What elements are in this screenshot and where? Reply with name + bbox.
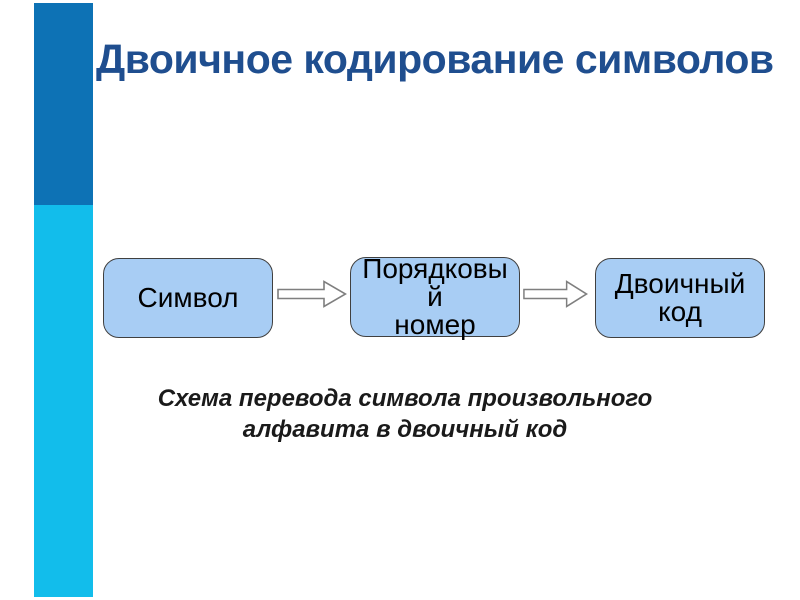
diagram-box-ordinal-number-line: й [427, 281, 443, 312]
right-arrow-icon [277, 280, 347, 308]
right-arrow-icon [523, 280, 588, 308]
diagram-box-symbol: Символ [103, 258, 273, 338]
diagram-box-ordinal-number-line: Порядковы [362, 253, 508, 284]
diagram-caption-line: алфавита в двоичный код [242, 416, 568, 443]
diagram-box-ordinal-number-line: номер [394, 309, 476, 340]
sidebar-accent-bottom [34, 205, 93, 597]
diagram-box-symbol-label: Символ [137, 282, 239, 313]
sidebar-accent-top [34, 3, 93, 205]
diagram-box-ordinal-number: Порядковы й номер [350, 253, 520, 340]
diagram-box-binary-code-line: Двоичный [614, 268, 746, 299]
diagram-caption-line: Схема перевода символа произвольного [157, 385, 653, 412]
slide-title: Двоичное кодирование символов [96, 36, 774, 82]
diagram-caption: Схема перевода символа произвольного алф… [100, 383, 710, 445]
diagram-box-binary-code-line: код [658, 296, 702, 327]
diagram-box-binary-code: Двоичный код [595, 258, 765, 338]
